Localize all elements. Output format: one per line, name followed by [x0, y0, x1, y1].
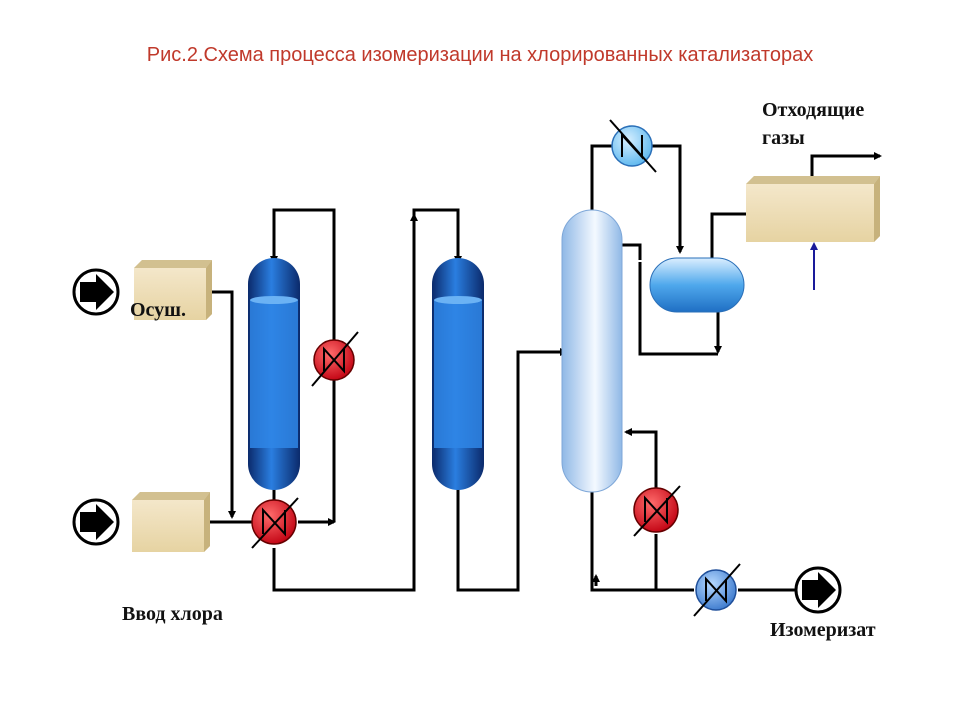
reactor-1	[248, 258, 300, 490]
arrow-in-icon	[72, 498, 120, 546]
chlorine-input-label: Ввод хлора	[122, 603, 223, 625]
heater-icon	[633, 485, 681, 537]
figure-title: Рис.2.Схема процесса изомеризации на хло…	[146, 44, 814, 66]
heater-icon	[311, 331, 359, 387]
reactor-2	[432, 258, 484, 490]
dryer-label: Осуш.	[130, 299, 187, 321]
heater-icon	[251, 497, 299, 549]
cooler-icon	[693, 563, 741, 617]
offgas-label-line1: Отходящие	[762, 99, 865, 121]
dryer-block-upper	[134, 260, 212, 320]
offgas-label-line2: газы	[762, 127, 805, 149]
reflux-drum	[649, 257, 745, 313]
cooler-icon	[609, 119, 657, 173]
isomerate-label: Изомеризат	[770, 619, 876, 641]
arrow-in-icon	[72, 268, 120, 316]
arrow-in-icon	[794, 566, 842, 614]
dryer-block-lower	[132, 492, 210, 552]
distillation-column	[561, 209, 623, 493]
offgas-block	[746, 176, 880, 242]
